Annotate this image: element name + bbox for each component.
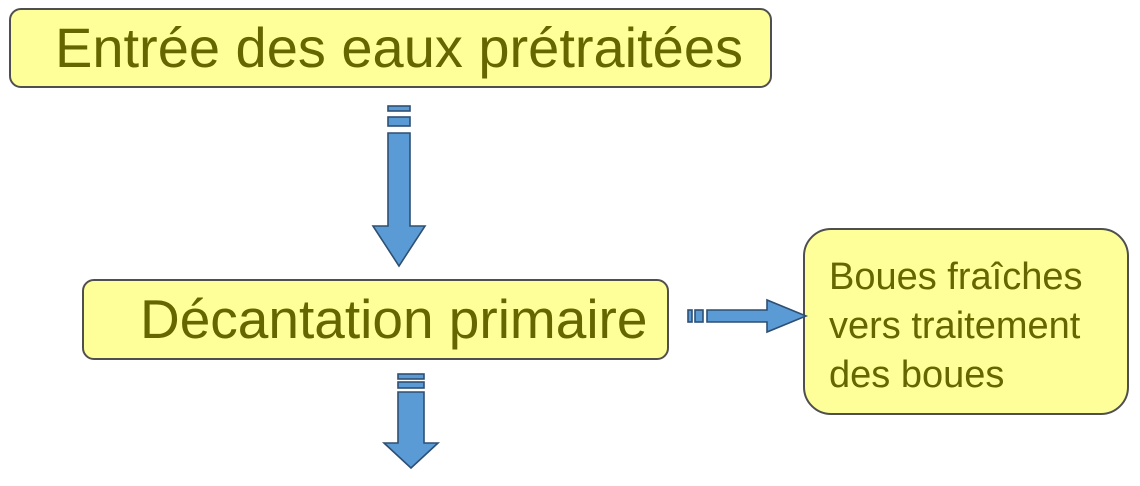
node-label-line: vers traitement	[829, 305, 1081, 347]
arrow-dash	[397, 373, 425, 380]
arrow-decantation-to-boues	[687, 298, 809, 334]
arrow-dash	[387, 116, 411, 127]
arrow-down-shape	[381, 391, 441, 470]
node-label-line: Boues fraîches	[829, 256, 1083, 298]
node-label: Boues fraîches vers traitement des boues	[829, 253, 1082, 400]
node-label: Entrée des eaux prétraitées	[55, 16, 743, 79]
arrow-decantation-to-next	[381, 373, 441, 470]
arrow-down-shape	[371, 132, 427, 268]
node-label-line: des boues	[829, 354, 1005, 396]
node-label: Décantation primaire	[140, 288, 648, 350]
node-entree-eaux-pretraitees: Entrée des eaux prétraitées	[9, 8, 772, 88]
arrow-dash	[387, 105, 411, 112]
node-boues-fraiches: Boues fraîches vers traitement des boues	[803, 228, 1129, 415]
arrow-dash	[687, 309, 693, 323]
arrow-dash	[694, 309, 704, 323]
arrow-right-shape	[706, 298, 809, 334]
arrow-dash	[397, 381, 425, 389]
arrow-entree-to-decantation	[371, 105, 427, 268]
node-decantation-primaire: Décantation primaire	[82, 279, 669, 360]
